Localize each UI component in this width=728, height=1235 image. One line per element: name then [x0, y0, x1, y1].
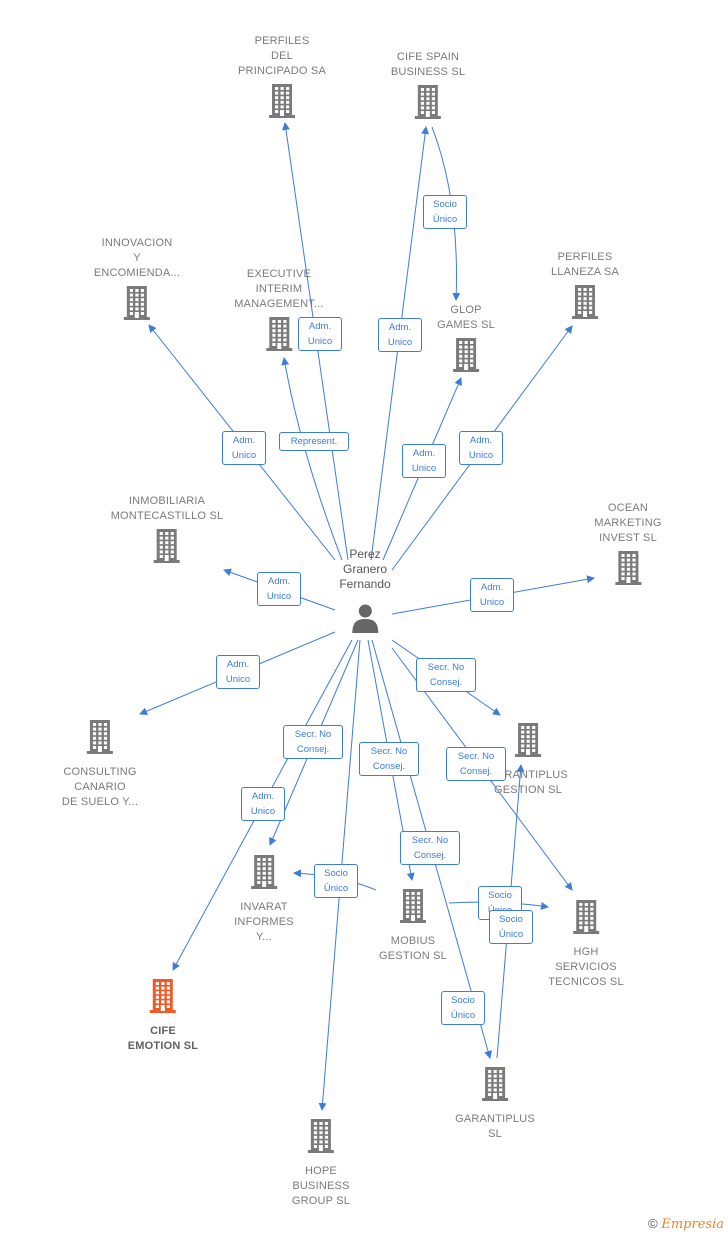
company-node-ocean[interactable]: OCEAN MARKETING INVEST SL — [594, 501, 661, 590]
company-node-hope[interactable]: HOPE BUSINESS GROUP SL — [292, 1117, 350, 1209]
building-icon — [569, 283, 601, 324]
company-name: GLOP GAMES SL — [437, 304, 495, 331]
company-node-hgh[interactable]: HGH SERVICIOS TECNICOS SL — [548, 898, 624, 990]
relation-label[interactable]: Secr. No Consej. — [416, 658, 476, 692]
building-icon — [570, 898, 602, 939]
company-name: INVARAT INFORMES Y... — [234, 901, 294, 943]
company-name: MOBIUS GESTION SL — [378, 935, 448, 962]
company-name: CIFE SPAIN BUSINESS SL — [390, 51, 466, 78]
relation-label[interactable]: Secr. No Consej. — [283, 725, 343, 759]
company-node-perfiles-principado[interactable]: PERFILES DEL PRINCIPADO SA — [238, 34, 326, 123]
company-name: OCEAN MARKETING INVEST SL — [594, 502, 662, 544]
building-icon — [147, 977, 179, 1018]
person-name: Perez Granero Fernando — [339, 547, 391, 591]
company-name: INNOVACION Y ENCOMIENDA... — [93, 237, 181, 279]
building-icon — [151, 527, 183, 568]
relation-label[interactable]: Socio Único — [441, 991, 485, 1025]
company-node-invarat[interactable]: INVARAT INFORMES Y... — [234, 853, 294, 945]
company-node-executive[interactable]: EXECUTIVE INTERIM MANAGEMENT... — [234, 267, 323, 356]
relation-label[interactable]: Adm. Unico — [459, 431, 503, 465]
relation-label[interactable]: Adm. Unico — [402, 444, 446, 478]
building-icon — [263, 315, 295, 356]
company-name: PERFILES DEL PRINCIPADO SA — [238, 35, 326, 77]
company-node-cife-emotion[interactable]: CIFE EMOTION SL — [128, 977, 198, 1054]
person-icon — [352, 604, 378, 633]
building-icon — [248, 853, 280, 894]
company-node-innovacion[interactable]: INNOVACION Y ENCOMIENDA... — [94, 236, 180, 325]
company-name: GARANTIPLUS SL — [455, 1113, 535, 1140]
company-node-garantiplus[interactable]: GARANTIPLUS SL — [455, 1065, 535, 1142]
building-icon — [612, 549, 644, 590]
building-icon — [84, 718, 116, 759]
footer: © Empresia — [648, 1216, 724, 1232]
relation-edge — [281, 357, 343, 561]
company-name: CONSULTING CANARIO DE SUELO Y... — [61, 766, 139, 808]
person-node[interactable]: Perez Granero Fernando — [339, 547, 391, 638]
relation-label[interactable]: Adm. Unico — [222, 431, 266, 465]
building-icon — [305, 1117, 337, 1158]
building-icon — [412, 83, 444, 124]
copyright-symbol: © — [648, 1216, 658, 1231]
relation-label[interactable]: Adm. Unico — [216, 655, 260, 689]
company-name: GARANTIPLUS GESTION SL — [488, 769, 568, 796]
company-node-mobius[interactable]: MOBIUS GESTION SL — [379, 887, 447, 964]
brand-logo: Empresia — [661, 1217, 724, 1232]
building-icon — [450, 336, 482, 377]
company-node-consulting[interactable]: CONSULTING CANARIO DE SUELO Y... — [62, 718, 138, 810]
building-icon — [479, 1065, 511, 1106]
building-icon — [512, 721, 544, 762]
relation-label[interactable]: Adm. Unico — [378, 318, 422, 352]
relation-label[interactable]: Secr. No Consej. — [359, 742, 419, 776]
building-icon — [397, 887, 429, 928]
building-icon — [266, 82, 298, 123]
relation-label[interactable]: Adm. Unico — [241, 787, 285, 821]
company-name: HOPE BUSINESS GROUP SL — [291, 1165, 351, 1207]
relation-label[interactable]: Secr. No Consej. — [400, 831, 460, 865]
company-name: EXECUTIVE INTERIM MANAGEMENT... — [234, 268, 324, 310]
company-node-garantiplus-gestion[interactable]: GARANTIPLUS GESTION SL — [488, 721, 568, 798]
relation-label[interactable]: Socio Único — [314, 864, 358, 898]
relation-label[interactable]: Adm. Unico — [257, 572, 301, 606]
company-name: HGH SERVICIOS TECNICOS SL — [548, 946, 624, 988]
company-name: INMOBILIARIA MONTECASTILLO SL — [110, 495, 224, 522]
company-node-inmobiliaria[interactable]: INMOBILIARIA MONTECASTILLO SL — [111, 494, 224, 568]
company-node-cife-spain[interactable]: CIFE SPAIN BUSINESS SL — [391, 50, 465, 124]
company-name: CIFE EMOTION SL — [127, 1025, 199, 1052]
company-node-perfiles-llaneza[interactable]: PERFILES LLANEZA SA — [551, 250, 619, 324]
building-icon — [121, 284, 153, 325]
relation-label[interactable]: Socio Único — [489, 910, 533, 944]
relation-label[interactable]: Secr. No Consej. — [446, 747, 506, 781]
relation-label[interactable]: Adm. Unico — [470, 578, 514, 612]
company-name: PERFILES LLANEZA SA — [550, 251, 620, 278]
company-node-glop[interactable]: GLOP GAMES SL — [437, 303, 495, 377]
relation-label[interactable]: Socio Único — [423, 195, 467, 229]
relation-label[interactable]: Represent. — [279, 432, 349, 451]
relation-label[interactable]: Adm. Unico — [298, 317, 342, 351]
